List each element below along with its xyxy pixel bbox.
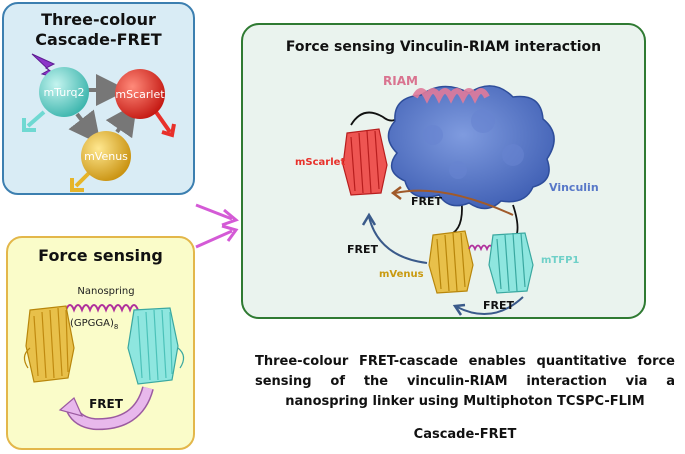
cascade-diagram: mTurq2 mScarlet mVenus xyxy=(22,53,176,192)
mtfp1-protein xyxy=(488,232,534,294)
mtfp1-label: mTFP1 xyxy=(541,255,579,266)
emission-arrow-turq xyxy=(26,110,46,128)
mvenus-label: mVenus xyxy=(379,269,424,280)
fret-top-label: FRET xyxy=(411,195,442,208)
label-mturq2: mTurq2 xyxy=(43,86,84,99)
arrow-venus-to-scarlet xyxy=(105,102,138,139)
vinculin-label: Vinculin xyxy=(549,181,599,194)
fret-bottom-label: FRET xyxy=(483,299,514,312)
fret-left-label: FRET xyxy=(347,243,378,256)
mvenus-protein xyxy=(428,230,474,294)
riam-label: RIAM xyxy=(383,74,418,88)
figure-caption-subtitle: Cascade-FRET xyxy=(413,427,517,442)
cascade-title-line2: Cascade-FRET xyxy=(35,30,162,49)
vinculin-title: Force sensing Vinculin-RIAM interaction xyxy=(285,39,602,55)
nanospring-label: Nanospring xyxy=(77,286,134,297)
fret-label: FRET xyxy=(89,397,124,411)
cascade-title-line1: Three-colour xyxy=(41,10,156,29)
riam-helix xyxy=(412,88,490,104)
yellow-protein xyxy=(23,305,75,383)
vinculin-diagram: RIAM mScarlet Vinculin FRET FRET mVenus … xyxy=(295,74,599,316)
cascade-title: Three-colour Cascade-FRET xyxy=(4,10,193,50)
force-sensing-panel: Force sensing Nanospring (GPGGA)8 FRET xyxy=(6,236,195,450)
label-mvenus: mVenus xyxy=(84,150,128,163)
mscarlet-protein xyxy=(342,128,388,196)
mscarlet-label: mScarlet xyxy=(295,157,345,168)
sphere-mvenus xyxy=(81,131,131,181)
nanospring-coil xyxy=(65,304,139,313)
emission-arrow-scarlet xyxy=(154,110,172,134)
cascade-fret-panel: Three-colour Cascade-FRET mTurq2 mScarle… xyxy=(2,2,195,195)
sphere-mscarlet xyxy=(115,69,165,119)
sphere-mturq2 xyxy=(39,67,89,117)
linker-label: (GPGGA)8 xyxy=(70,318,118,331)
arrow-turq-to-venus xyxy=(68,109,101,145)
panel-connector-arrows xyxy=(195,203,239,249)
figure-caption: Three-colour FRET-cascade enables quanti… xyxy=(255,354,675,409)
label-mscarlet: mScarlet xyxy=(115,88,165,101)
force-diagram: Nanospring (GPGGA)8 FRET xyxy=(23,286,185,431)
cyan-protein xyxy=(127,307,185,385)
force-title: Force sensing xyxy=(38,246,163,265)
vinculin-riam-panel: Force sensing Vinculin-RIAM interaction … xyxy=(241,23,646,319)
